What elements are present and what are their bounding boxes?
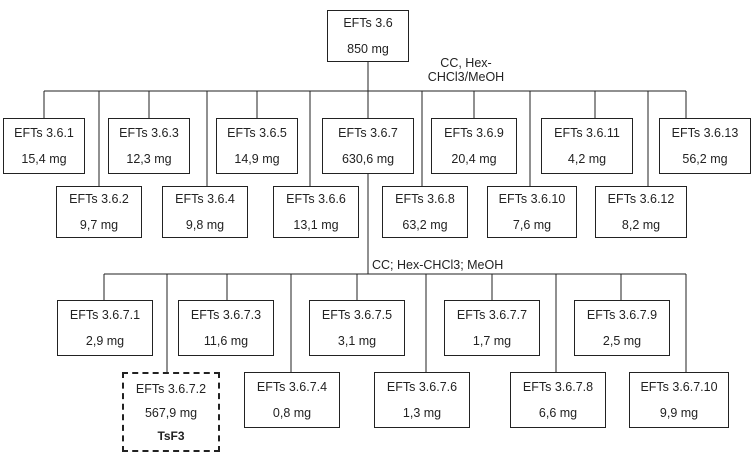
- node-efts-3-6-5: EFTs 3.6.5 14,9 mg: [216, 118, 298, 174]
- node-mass: 630,6 mg: [341, 152, 395, 166]
- node-name: EFTs 3.6.11: [554, 125, 620, 140]
- node-efts-3-6-7-7: EFTs 3.6.7.7 1,7 mg: [444, 300, 540, 356]
- node-mass: 9,9 mg: [659, 406, 699, 420]
- cc-label-1: CC, Hex- CHCl3/MeOH: [420, 56, 512, 85]
- node-name: EFTs 3.6.7.2: [135, 381, 207, 396]
- node-tag: TsF3: [157, 428, 185, 443]
- cc-label-1-line2: CHCl3/MeOH: [427, 69, 505, 84]
- node-efts-3-6-7-9: EFTs 3.6.7.9 2,5 mg: [574, 300, 670, 356]
- node-efts-3-6-6: EFTs 3.6.6 13,1 mg: [273, 186, 359, 238]
- node-name: EFTs 3.6.7.8: [522, 379, 594, 394]
- node-efts-3-6-7-2-highlighted: EFTs 3.6.7.2 567,9 mg TsF3: [122, 372, 220, 452]
- node-efts-3-6-11: EFTs 3.6.11 4,2 mg: [541, 118, 633, 174]
- node-efts-3-6-7-8: EFTs 3.6.7.8 6,6 mg: [510, 372, 606, 428]
- node-name: EFTs 3.6.9: [444, 125, 504, 140]
- node-efts-3-6: EFTs 3.6 850 mg: [327, 10, 409, 62]
- node-efts-3-6-12: EFTs 3.6.12 8,2 mg: [595, 186, 687, 238]
- node-name: EFTs 3.6.7.7: [456, 307, 528, 322]
- cc-label-2: CC; Hex-CHCl3; MeOH: [372, 258, 504, 272]
- node-efts-3-6-7-3: EFTs 3.6.7.3 11,6 mg: [178, 300, 274, 356]
- node-name: EFTs 3.6.6: [286, 191, 346, 206]
- node-mass: 3,1 mg: [337, 334, 377, 348]
- node-name: EFTs 3.6.7.4: [256, 379, 328, 394]
- node-name: EFTs 3.6.7: [338, 125, 398, 140]
- node-name: EFTs 3.6.3: [119, 125, 179, 140]
- node-name: EFTs 3.6.4: [175, 191, 235, 206]
- node-mass: 15,4 mg: [21, 152, 67, 166]
- node-efts-3-6-7-1: EFTs 3.6.7.1 2,9 mg: [57, 300, 153, 356]
- node-mass: 13,1 mg: [293, 218, 339, 232]
- node-name: EFTs 3.6.7.3: [190, 307, 262, 322]
- node-name: EFTs 3.6.7.5: [321, 307, 393, 322]
- node-mass: 63,2 mg: [402, 218, 448, 232]
- node-mass: 0,8 mg: [272, 406, 312, 420]
- node-name: EFTs 3.6.13: [671, 125, 739, 140]
- node-name: EFTs 3.6.1: [14, 125, 74, 140]
- node-mass: 56,2 mg: [682, 152, 728, 166]
- node-efts-3-6-7-4: EFTs 3.6.7.4 0,8 mg: [244, 372, 340, 428]
- node-name: EFTs 3.6.12: [607, 191, 675, 206]
- node-efts-3-6-7-10: EFTs 3.6.7.10 9,9 mg: [629, 372, 729, 428]
- node-name: EFTs 3.6.2: [69, 191, 129, 206]
- node-mass: 850 mg: [347, 42, 389, 56]
- node-mass: 2,9 mg: [85, 334, 125, 348]
- cc-label-1-line1: CC, Hex-: [440, 56, 492, 70]
- node-mass: 8,2 mg: [621, 218, 661, 232]
- node-efts-3-6-7-5: EFTs 3.6.7.5 3,1 mg: [309, 300, 405, 356]
- node-efts-3-6-2: EFTs 3.6.2 9,7 mg: [56, 186, 142, 238]
- node-mass: 9,7 mg: [79, 218, 119, 232]
- node-mass: 1,3 mg: [402, 406, 442, 420]
- node-name: EFTs 3.6.8: [395, 191, 455, 206]
- node-mass: 7,6 mg: [512, 218, 552, 232]
- node-efts-3-6-13: EFTs 3.6.13 56,2 mg: [659, 118, 751, 174]
- node-mass: 567,9 mg: [144, 406, 198, 420]
- node-efts-3-6-9: EFTs 3.6.9 20,4 mg: [431, 118, 517, 174]
- node-name: EFTs 3.6.5: [227, 125, 287, 140]
- node-name: EFTs 3.6.7.6: [386, 379, 458, 394]
- node-mass: 1,7 mg: [472, 334, 512, 348]
- node-efts-3-6-1: EFTs 3.6.1 15,4 mg: [3, 118, 85, 174]
- node-mass: 12,3 mg: [126, 152, 172, 166]
- node-name: EFTs 3.6: [343, 15, 393, 30]
- node-mass: 20,4 mg: [451, 152, 497, 166]
- node-efts-3-6-4: EFTs 3.6.4 9,8 mg: [162, 186, 248, 238]
- node-mass: 14,9 mg: [234, 152, 280, 166]
- node-name: EFTs 3.6.7.9: [586, 307, 658, 322]
- node-mass: 11,6 mg: [203, 334, 249, 348]
- node-mass: 4,2 mg: [567, 152, 607, 166]
- node-mass: 2,5 mg: [602, 334, 642, 348]
- node-efts-3-6-7: EFTs 3.6.7 630,6 mg: [322, 118, 414, 174]
- node-efts-3-6-3: EFTs 3.6.3 12,3 mg: [108, 118, 190, 174]
- node-efts-3-6-10: EFTs 3.6.10 7,6 mg: [487, 186, 577, 238]
- node-name: EFTs 3.6.10: [498, 191, 566, 206]
- node-efts-3-6-7-6: EFTs 3.6.7.6 1,3 mg: [374, 372, 470, 428]
- node-mass: 6,6 mg: [538, 406, 578, 420]
- node-name: EFTs 3.6.7.10: [640, 379, 718, 394]
- node-mass: 9,8 mg: [185, 218, 225, 232]
- node-name: EFTs 3.6.7.1: [69, 307, 141, 322]
- node-efts-3-6-8: EFTs 3.6.8 63,2 mg: [382, 186, 468, 238]
